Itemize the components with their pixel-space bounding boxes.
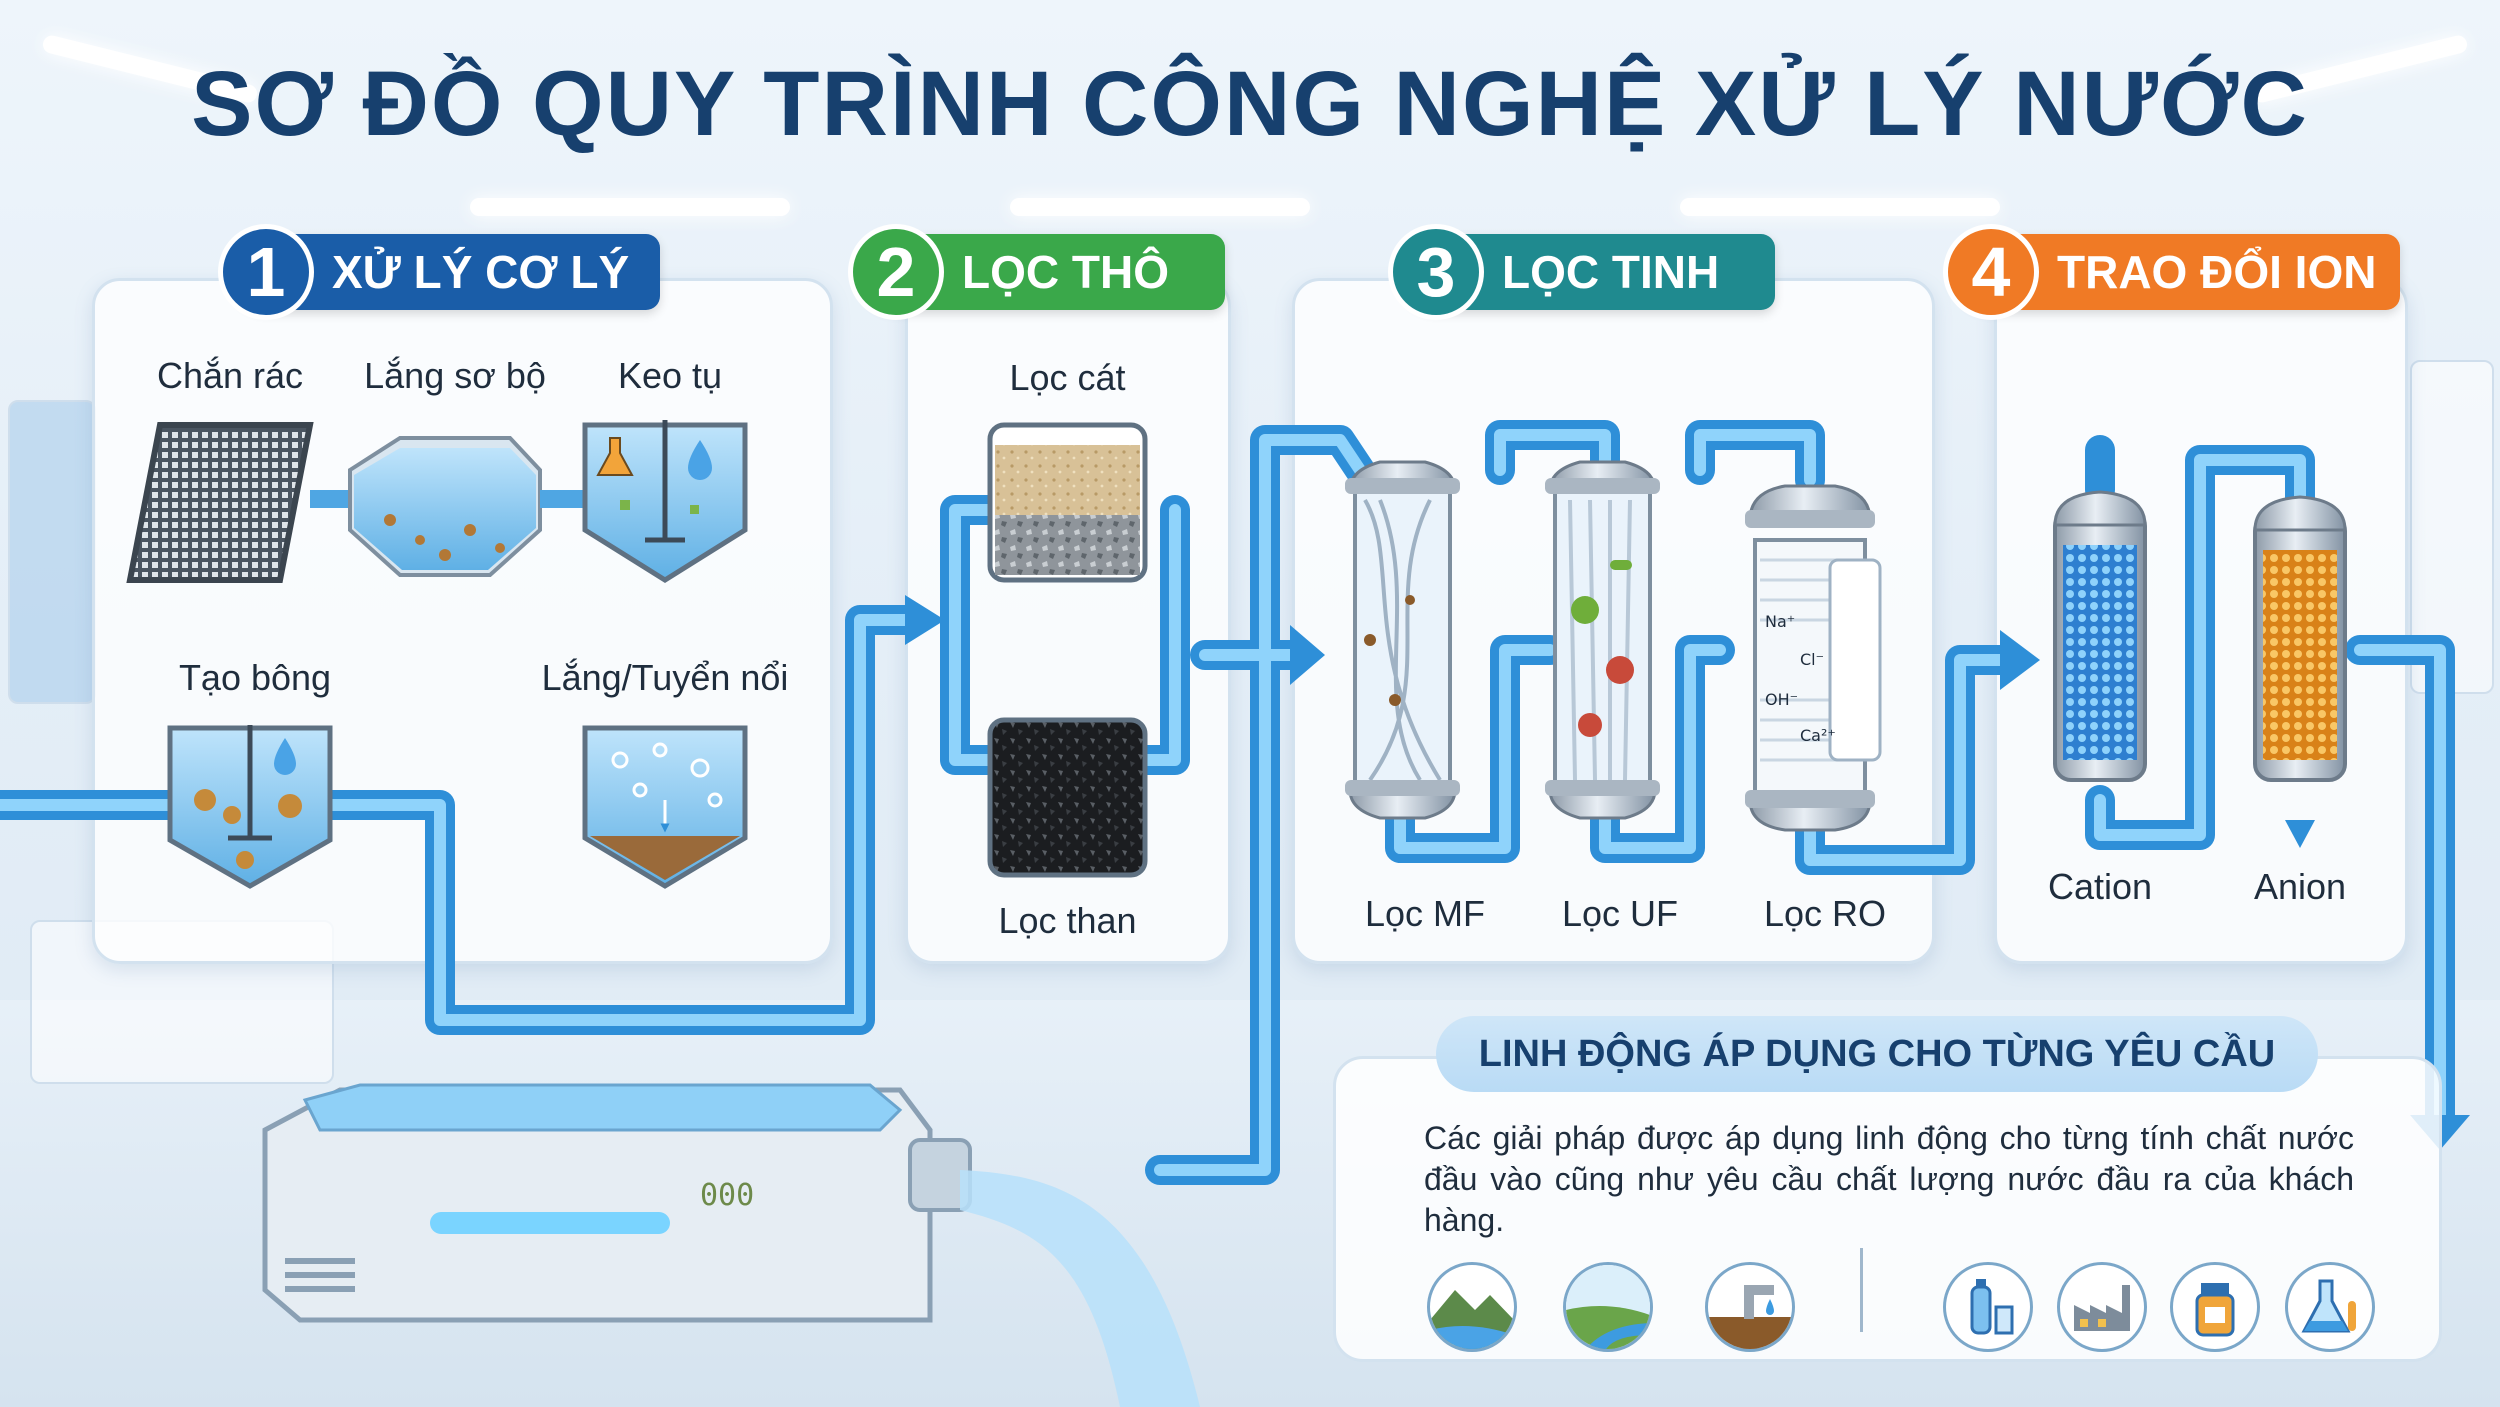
river-icon bbox=[1563, 1262, 1653, 1352]
stage-4-number: 4 bbox=[1943, 224, 2039, 320]
icon-divider bbox=[1860, 1248, 1863, 1332]
stage-1-number: 1 bbox=[218, 224, 314, 320]
stage-2-label: LỌC THÔ bbox=[962, 246, 1169, 298]
mountain-river-icon bbox=[1427, 1262, 1517, 1352]
ceiling-light bbox=[1680, 198, 2000, 216]
anion-column bbox=[2253, 495, 2347, 782]
stage-4-badge: 4 TRAO ĐỔI ION bbox=[1943, 224, 2400, 320]
label-loc-uf: Lọc UF bbox=[1561, 893, 1679, 934]
flocculation-tank bbox=[167, 725, 333, 889]
carbon-filter bbox=[987, 717, 1148, 878]
stage-3-label: LỌC TINH bbox=[1502, 246, 1720, 298]
label-loc-than: Lọc than bbox=[998, 900, 1137, 941]
flexible-application-title: LINH ĐỘNG ÁP DỤNG CHO TỪNG YÊU CẦU bbox=[1436, 1016, 2318, 1092]
stage-1-badge: 1 XỬ LÝ CƠ LÝ bbox=[218, 224, 660, 320]
ion-ca: Ca²⁺ bbox=[1800, 726, 1836, 745]
flexible-application-text: Các giải pháp được áp dụng linh động cho… bbox=[1424, 1120, 2354, 1238]
lab-flask-icon bbox=[2285, 1262, 2375, 1352]
ion-na: Na⁺ bbox=[1765, 612, 1796, 631]
settling-flotation-tank bbox=[582, 725, 748, 889]
stage-3-number: 3 bbox=[1388, 224, 1484, 320]
bottled-water-icon bbox=[1943, 1262, 2033, 1352]
sand-filter bbox=[987, 422, 1148, 583]
medicine-bottle-icon bbox=[2170, 1262, 2260, 1352]
cation-column bbox=[2053, 490, 2147, 782]
stage-2-number: 2 bbox=[848, 224, 944, 320]
wall-monitor bbox=[8, 400, 96, 704]
label-anion: Anion bbox=[2253, 866, 2347, 907]
label-loc-cat: Lọc cát bbox=[1009, 357, 1126, 398]
label-loc-ro: Lọc RO bbox=[1763, 893, 1887, 934]
mf-membrane-vessel bbox=[1345, 460, 1460, 820]
screen-mesh-icon bbox=[126, 422, 314, 583]
ro-membrane-vessel bbox=[1745, 484, 1882, 832]
label-chan-rac: Chắn rác bbox=[156, 355, 304, 396]
coagulation-tank bbox=[540, 420, 748, 583]
ceiling-light bbox=[1010, 198, 1310, 216]
water-pump-machine bbox=[262, 1083, 1200, 1407]
label-lang-so-bo: Lắng sơ bộ bbox=[364, 355, 546, 396]
pipe-highlight bbox=[0, 429, 2446, 1176]
label-tao-bong: Tạo bông bbox=[178, 657, 332, 698]
page-title: SƠ ĐỒ QUY TRÌNH CÔNG NGHỆ XỬ LÝ NƯỚC bbox=[191, 53, 2309, 155]
label-loc-mf: Lọc MF bbox=[1364, 893, 1486, 934]
ceiling-light bbox=[470, 198, 790, 216]
stage-4-label: TRAO ĐỔI ION bbox=[2057, 246, 2377, 298]
stage-3-badge: 3 LỌC TINH bbox=[1388, 224, 1775, 320]
pump-display: 000 bbox=[700, 1178, 755, 1213]
ion-cl: Cl⁻ bbox=[1800, 650, 1825, 669]
factory-icon bbox=[2057, 1262, 2147, 1352]
uf-membrane-vessel bbox=[1545, 460, 1660, 820]
stage-1-label: XỬ LÝ CƠ LÝ bbox=[332, 246, 630, 298]
groundwater-tap-icon bbox=[1705, 1262, 1795, 1352]
pre-settling-tank bbox=[310, 436, 542, 577]
label-cation: Cation bbox=[2047, 866, 2153, 907]
label-lang-tuyen-noi: Lắng/Tuyển nổi bbox=[541, 657, 789, 698]
label-keo-tu: Keo tụ bbox=[617, 355, 723, 396]
stage-2-badge: 2 LỌC THÔ bbox=[848, 224, 1225, 320]
ion-oh: OH⁻ bbox=[1765, 690, 1799, 709]
